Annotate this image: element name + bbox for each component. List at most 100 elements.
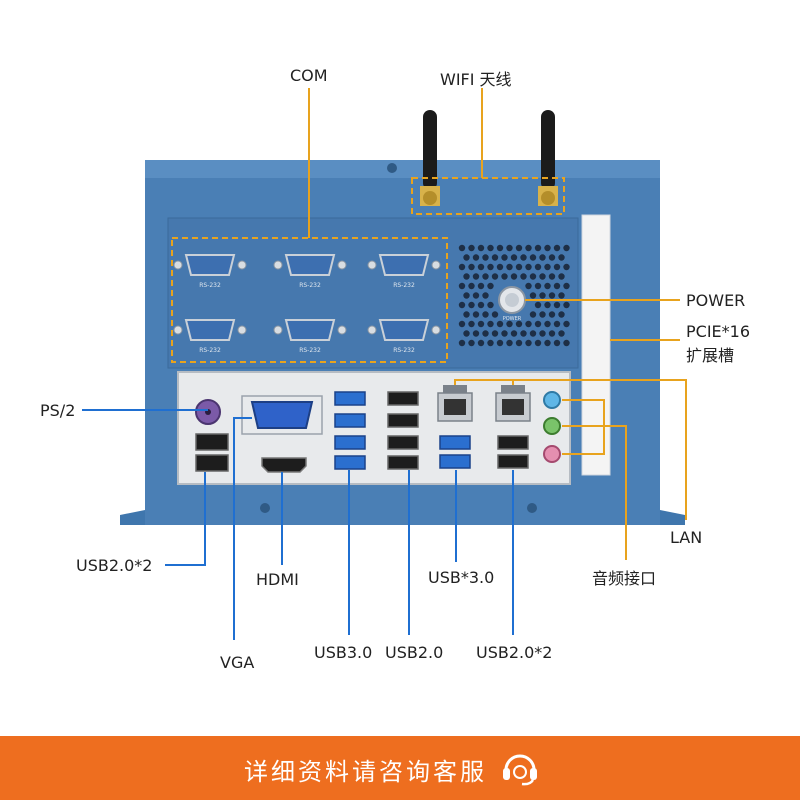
vent-hole [463,330,470,337]
label-wifi: WIFI 天线 [440,70,512,89]
usb3-port[interactable] [334,455,366,470]
vent-hole [548,273,556,280]
usb2-port[interactable] [387,435,419,450]
usb3-port[interactable] [439,454,471,469]
com-port[interactable]: RS-232 [173,319,247,354]
com-port-label: RS-232 [393,347,415,354]
com-port[interactable]: RS-232 [367,319,441,354]
vent-hole [544,244,551,252]
lan-callout-line [454,379,687,520]
usb2-port[interactable] [387,455,419,470]
vent-hole [558,330,565,337]
vent-hole [563,282,570,290]
vent-hole [510,330,518,337]
vent-hole [525,263,532,271]
com-port[interactable]: RS-232 [273,319,347,354]
vga-port[interactable] [250,401,314,429]
com-port[interactable]: RS-232 [367,254,441,289]
vent-hole [458,339,466,347]
vent-hole [544,282,551,290]
vent-hole [458,320,466,328]
com-port[interactable]: RS-232 [173,254,247,289]
vent-hole [539,292,546,299]
vent-hole [525,339,532,347]
usb3-port[interactable] [439,435,471,450]
vent-hole [539,254,546,261]
footer-banner [0,736,800,800]
vent-hole [548,311,556,318]
vent-hole [463,273,470,280]
vent-hole [553,339,561,347]
vent-hole [558,311,565,318]
usb2-port[interactable] [497,454,529,469]
usb2-port[interactable] [387,413,419,428]
vent-hole [482,311,489,318]
vent-hole [477,244,485,252]
vent-hole [482,292,489,299]
vent-hole [458,244,466,252]
chassis-top-lip [145,160,660,178]
vent-hole [563,339,570,347]
com-port-label: RS-232 [299,282,321,289]
usb2-port[interactable] [387,391,419,406]
vent-hole [501,273,508,280]
vent-hole [487,282,494,290]
vent-hole [548,330,556,337]
usb2-port[interactable] [195,433,229,451]
vent-hole [529,311,537,318]
lan-port[interactable] [495,385,531,422]
vent-hole [458,301,466,309]
vent-hole [544,301,551,309]
vent-hole [496,339,504,347]
vent-hole [487,244,494,252]
vent-hole [477,320,485,328]
audio-jack-line-in[interactable] [543,391,561,409]
vent-hole [477,282,485,290]
footer-text[interactable]: 详细资料请咨询客服 [244,758,487,786]
vent-hole [525,244,532,252]
com-port[interactable]: RS-232 [273,254,347,289]
lan-port[interactable] [437,385,473,422]
usb2-port[interactable] [195,454,229,472]
hdmi-port[interactable] [261,457,307,473]
vent-hole [534,320,542,328]
vent-hole [510,273,518,280]
audio-jack-line-out[interactable] [543,417,561,435]
wifi-callout-box [411,177,565,215]
vent-hole [510,254,518,261]
vent-hole [529,273,537,280]
vent-hole [558,273,565,280]
vent-hole [472,311,480,318]
chassis-screw [527,503,537,513]
vent-hole [534,282,542,290]
vent-hole [491,330,499,337]
label-power: POWER [686,291,746,310]
usb3-port[interactable] [334,391,366,406]
usb3-port[interactable] [334,435,366,450]
vent-hole [468,282,475,290]
vent-hole [482,254,489,261]
vent-hole [529,292,537,299]
vent-hole [496,320,504,328]
vent-hole [515,320,523,328]
vent-hole [463,311,470,318]
headset-icon[interactable] [500,750,540,786]
vent-hole [472,292,480,299]
usb2-port[interactable] [497,435,529,450]
vent-hole [491,311,499,318]
vent-hole [539,311,546,318]
wifi-antenna-right [538,110,558,206]
audio-jack-mic[interactable] [543,445,561,463]
vent-hole [472,254,480,261]
vent-hole [477,263,485,271]
usb3-port[interactable] [334,413,366,428]
vent-hole [520,273,527,280]
label-audio: 音频接口 [592,569,657,588]
chassis-screw [260,503,270,513]
label-vga: VGA [220,653,255,672]
vent-hole [553,244,561,252]
vent-hole [468,263,475,271]
vent-hole [468,339,475,347]
vent-hole [501,330,508,337]
